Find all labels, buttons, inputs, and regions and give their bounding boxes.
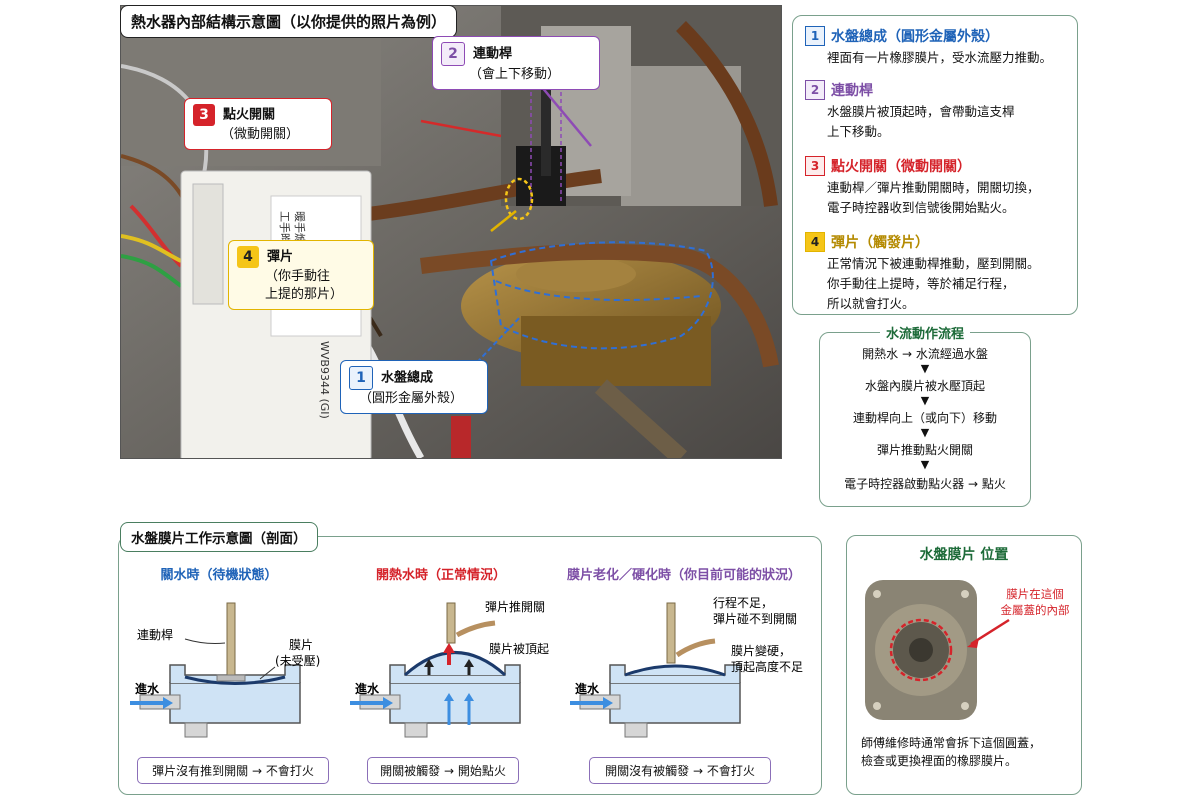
down-arrow-icon: ▼	[920, 394, 930, 407]
flow-title: 水流動作流程	[879, 327, 970, 342]
callout-number: 1	[349, 366, 373, 390]
legend-text: 所以就會打火。	[827, 296, 915, 311]
location-note: 膜片在這個 金屬蓋的內部	[993, 586, 1077, 618]
callout-spring-plate: 4 彈片 （你手動往 上提的那片）	[228, 240, 374, 310]
callout-number: 2	[441, 42, 465, 66]
legend-number: 2	[805, 80, 825, 100]
label-diaphragm: 膜片	[289, 638, 313, 652]
label-linkage-rod: 連動桿	[137, 627, 173, 642]
callout-sub: 上提的那片）	[265, 287, 344, 302]
legend-number: 4	[805, 232, 825, 252]
location-caption-line: 師傅維修時通常會拆下這個圓蓋，	[861, 736, 1042, 750]
callout-sub: （圓形金屬外殼）	[359, 391, 464, 406]
diagram-on: 進水 彈片推開關 膜片被頂起	[350, 600, 549, 738]
state-title-off: 關水時（待機狀態）	[160, 568, 278, 583]
label-water-in: 進水	[355, 681, 380, 696]
controller-label-3: WVB9344 (GI)	[318, 341, 331, 419]
legend-text: 上下移動。	[827, 124, 890, 139]
callout-number: 3	[193, 104, 215, 126]
down-arrow-icon: ▼	[920, 362, 930, 375]
location-caption-line: 檢查或更換裡面的橡膠膜片。	[861, 754, 1018, 768]
location-note-line: 金屬蓋的內部	[1000, 603, 1070, 617]
label-water-in: 進水	[575, 681, 600, 696]
callout-sub: （微動開關）	[221, 127, 300, 142]
label-spring-pushes-switch: 彈片推開關	[485, 600, 545, 614]
photo-title: 熱水器內部結構示意圖（以你提供的照片為例）	[120, 5, 458, 38]
diagram-aged: 進水 行程不足， 彈片碰不到開關 膜片變硬， 頂起高度不足	[570, 595, 803, 738]
legend-item-ignition-switch: 3 點火開關（微動開關） 連動桿／彈片推動開關時，開關切換， 電子時控器收到信號後開…	[805, 156, 1067, 218]
flow-step: 電子時控器啟動點火器 → 點火	[844, 477, 1006, 491]
legend-item-spring-plate: 4 彈片（觸發片） 正常情況下被連動桿推動，壓到開關。你手動往上提時，等於補足行程…	[805, 232, 1067, 314]
diagram-title: 水盤膜片工作示意圖（剖面）	[120, 522, 318, 552]
callout-water-tray: 1 水盤總成 （圓形金屬外殼）	[340, 360, 488, 414]
legend-title: 水盤總成（圓形金屬外殼）	[831, 29, 999, 45]
callout-label: 水盤總成	[381, 370, 434, 386]
diaphragm-panel: 關水時（待機狀態） 進水 連動桿 膜片 (未受壓) 彈片沒有推到開關 → 不會打…	[118, 536, 822, 795]
result-aged: 開關沒有被觸發 → 不會打火	[589, 757, 771, 784]
callout-sub: （會上下移動）	[469, 67, 561, 82]
legend-text: 裡面有一片橡膠膜片，受水流壓力推動。	[827, 50, 1053, 65]
flow-step: 開熱水 → 水流經過水盤	[862, 347, 988, 361]
label-spring-misses: 彈片碰不到開關	[713, 612, 797, 626]
legend-panel: 1 水盤總成（圓形金屬外殼） 裡面有一片橡膠膜片，受水流壓力推動。 2 連動桿 水盤…	[792, 15, 1078, 315]
callout-label: 彈片	[267, 249, 294, 265]
callout-label: 連動桿	[473, 46, 513, 62]
callout-sub: （你手動往	[265, 269, 331, 284]
legend-number: 3	[805, 156, 825, 176]
flow-step: 水盤內膜片被水壓頂起	[864, 379, 985, 393]
pointer-arrow-icon	[967, 618, 1010, 648]
callout-ignition-switch: 3 點火開關 （微動開關）	[184, 98, 332, 150]
label-short-travel: 行程不足，	[713, 595, 773, 610]
flow-panel: 水流動作流程 開熱水 → 水流經過水盤 ▼ 水盤內膜片被水壓頂起 ▼ 連動桿向上…	[819, 327, 1031, 507]
down-arrow-icon: ▼	[920, 426, 930, 439]
label-no-pressure: (未受壓)	[275, 654, 320, 668]
state-title-aged: 膜片老化／硬化時（你目前可能的狀況）	[566, 568, 801, 583]
legend-text: 正常情況下被連動桿推動，壓到開關。	[827, 256, 1040, 271]
location-caption: 師傅維修時通常會拆下這個圓蓋， 檢查或更換裡面的橡膠膜片。	[861, 734, 1071, 770]
down-arrow-icon: ▼	[920, 458, 930, 471]
label-diaphragm-hardened: 膜片變硬，	[731, 643, 791, 658]
legend-text: 你手動往上提時，等於補足行程，	[827, 276, 1015, 291]
legend-item-water-tray: 1 水盤總成（圓形金屬外殼） 裡面有一片橡膠膜片，受水流壓力推動。	[805, 26, 1067, 68]
location-panel: 水盤膜片 位置 膜片在這個 金屬蓋的內部 師傅維修時通常會拆下這個圓蓋， 檢查或…	[846, 535, 1082, 795]
label-water-in: 進水	[135, 681, 160, 696]
callout-label: 點火開關	[223, 107, 276, 123]
location-title: 水盤膜片 位置	[919, 547, 1009, 563]
result-on: 開關被觸發 → 開始點火	[367, 757, 519, 784]
callout-linkage-rod: 2 連動桿 （會上下移動）	[432, 36, 600, 90]
legend-title: 彈片（觸發片）	[831, 235, 929, 251]
legend-title: 連動桿	[831, 83, 873, 99]
legend-item-linkage-rod: 2 連動桿 水盤膜片被頂起時，會帶動這支桿上下移動。	[805, 80, 1067, 142]
legend-text: 連動桿／彈片推動開關時，開關切換，	[827, 180, 1040, 195]
legend-title: 點火開關（微動開關）	[831, 159, 971, 175]
diagram-off: 進水 連動桿 膜片 (未受壓)	[130, 602, 320, 738]
location-note-line: 膜片在這個	[1006, 587, 1064, 601]
legend-number: 1	[805, 26, 825, 46]
result-off: 彈片沒有推到開關 → 不會打火	[137, 757, 329, 784]
legend-text: 水盤膜片被頂起時，會帶動這支桿	[827, 104, 1015, 119]
flow-step: 連動桿向上（或向下）移動	[852, 411, 997, 425]
label-diaphragm-raised: 膜片被頂起	[489, 642, 549, 656]
callout-number: 4	[237, 246, 259, 268]
legend-text: 電子時控器收到信號後開始點火。	[827, 200, 1015, 215]
flow-step: 彈片推動點火開關	[876, 443, 973, 457]
label-lift-insufficient: 頂起高度不足	[731, 659, 803, 674]
state-title-on: 開熱水時（正常情況）	[375, 568, 506, 583]
water-tray-photo	[865, 580, 977, 720]
